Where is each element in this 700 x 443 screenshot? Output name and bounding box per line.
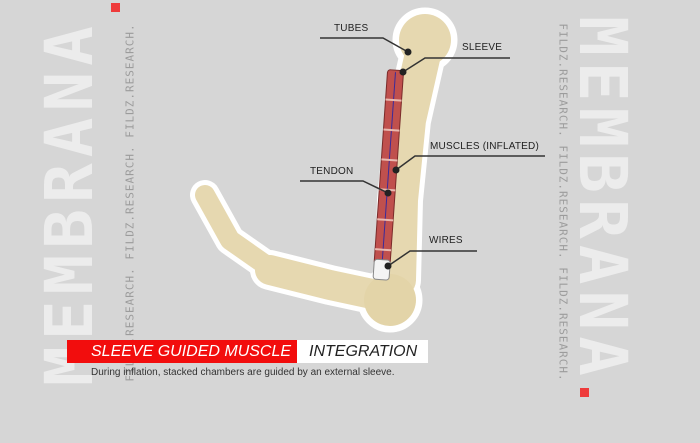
- label-wires: WIRES: [429, 235, 463, 246]
- label-tendon: TENDON: [310, 166, 354, 177]
- title-highlight: SLEEVE GUIDED MUSCLE: [67, 340, 297, 363]
- label-muscles: MUSCLES (INFLATED): [430, 141, 539, 152]
- label-sleeve: SLEEVE: [462, 42, 503, 53]
- title-banner: SLEEVE GUIDED MUSCLE INTEGRATION: [67, 340, 428, 363]
- label-tubes: TUBES: [334, 23, 369, 34]
- title-rest: INTEGRATION: [297, 340, 428, 363]
- accent-square-left: [111, 3, 120, 12]
- caption: During inflation, stacked chambers are g…: [91, 367, 395, 378]
- bone: [195, 14, 451, 326]
- leader-lines: [300, 37, 545, 267]
- accent-square-right: [580, 388, 589, 397]
- muscle-stack: [372, 69, 404, 281]
- leader-dots: [384, 48, 412, 270]
- arm-illustration: [190, 7, 545, 333]
